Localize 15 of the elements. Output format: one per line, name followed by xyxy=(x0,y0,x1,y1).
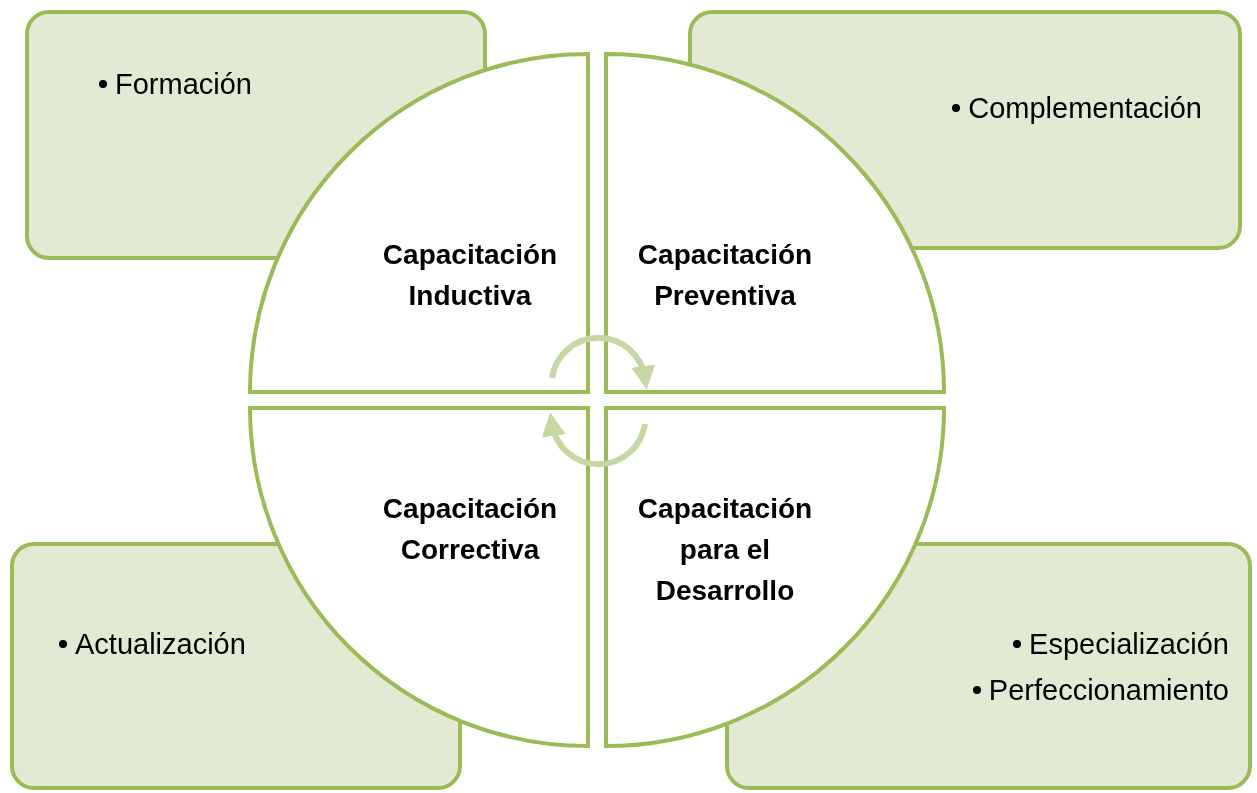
bullet-text: Especialización xyxy=(1029,627,1229,662)
bullet-text: Perfeccionamiento xyxy=(988,673,1229,708)
bullet-text: Formación xyxy=(115,67,252,102)
quadrant-shape xyxy=(248,406,590,748)
quadrant-shape xyxy=(248,52,590,394)
bullet-text: Actualización xyxy=(75,627,246,662)
curved-arrow xyxy=(549,334,655,390)
quadrant-label: Capacitación Preventiva xyxy=(636,238,814,313)
quadrant-label: Capacitación para el Desarrollo xyxy=(636,492,814,608)
curved-arrow xyxy=(542,412,648,468)
bullet-text: Complementación xyxy=(968,91,1202,126)
quadrant-label: Capacitación Inductiva xyxy=(381,238,559,313)
quadrant-shape xyxy=(604,52,946,394)
quadrant-label: Capacitación Correctiva xyxy=(381,492,559,567)
quadrant-shape xyxy=(604,406,946,748)
